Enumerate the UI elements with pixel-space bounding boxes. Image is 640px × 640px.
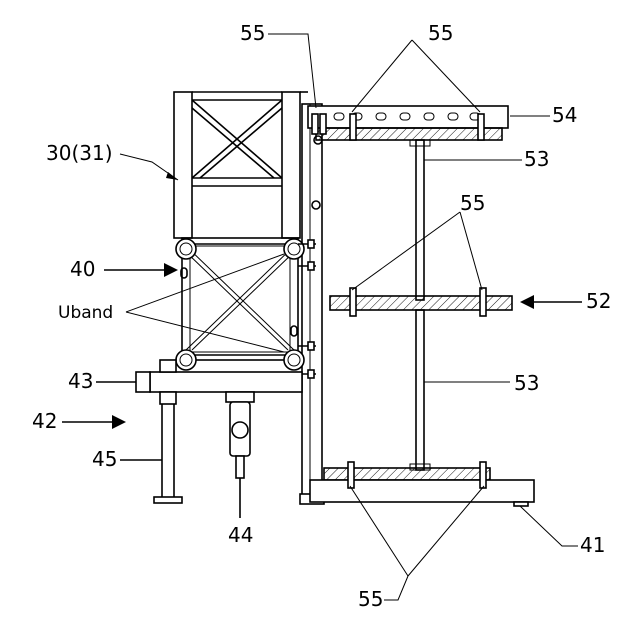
label-44: 44: [228, 523, 253, 547]
label-uband: Uband: [58, 303, 113, 323]
bottom-shelf-41: [310, 468, 534, 506]
label-30-31: 30(31): [46, 141, 113, 165]
label-40: 40: [70, 257, 95, 281]
label-53-bottom: 53: [514, 371, 539, 395]
label-55-bottom: 55: [358, 587, 383, 611]
label-55-top-right: 55: [428, 21, 453, 45]
label-53-top: 53: [524, 147, 549, 171]
truss-tower: [174, 92, 308, 238]
label-52: 52: [586, 289, 611, 313]
label-45: 45: [92, 447, 117, 471]
label-42: 42: [32, 409, 57, 433]
vertical-post: [300, 104, 324, 504]
label-43: 43: [68, 369, 93, 393]
label-55-middle: 55: [460, 191, 485, 215]
label-41: 41: [580, 533, 605, 557]
label-55-top-left: 55: [240, 21, 265, 45]
base-assembly-42: [136, 360, 302, 503]
label-54: 54: [552, 103, 577, 127]
clamp-frame-40: [176, 238, 316, 378]
